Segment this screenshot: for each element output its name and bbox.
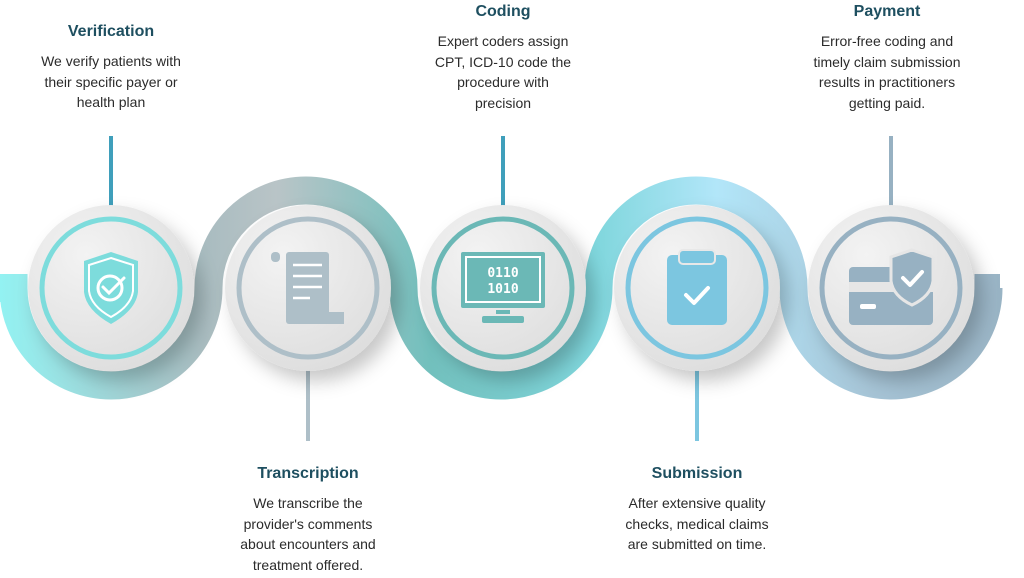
step-title: Payment [853, 3, 921, 20]
scroll-document-icon [271, 252, 344, 324]
step-title: Coding [475, 3, 531, 20]
payment-node [808, 205, 974, 371]
step-description: We verify patients with their specific p… [41, 53, 181, 110]
step-verification: Verification We verify patients with the… [11, 23, 211, 113]
computer-binary-icon: 0110 1010 [461, 252, 545, 323]
coding-node: 0110 1010 [420, 205, 586, 371]
step-submission: Submission After extensive quality check… [597, 465, 797, 555]
step-title: Verification [67, 23, 155, 40]
step-description: Expert coders assign CPT, ICD-10 code th… [434, 33, 572, 111]
step-description: Error-free coding and timely claim submi… [813, 33, 961, 111]
svg-text:1010: 1010 [487, 282, 518, 297]
svg-text:0110: 0110 [487, 266, 518, 281]
clipboard-check-icon [667, 249, 727, 325]
transcription-node [225, 205, 391, 371]
step-description: We transcribe the provider's comments ab… [240, 495, 376, 573]
shield-check-icon [84, 252, 138, 324]
step-transcription: Transcription We transcribe the provider… [208, 465, 408, 575]
card-shield-icon [849, 248, 935, 325]
submission-node [614, 205, 780, 371]
step-description: After extensive quality checks, medical … [625, 495, 769, 552]
verification-node [28, 205, 194, 371]
step-payment: Payment Error-free coding and timely cla… [787, 3, 987, 113]
step-coding: Coding Expert coders assign CPT, ICD-10 … [403, 3, 603, 113]
step-title: Transcription [257, 465, 359, 482]
wave-band [0, 176, 1003, 400]
step-title: Submission [651, 465, 743, 482]
